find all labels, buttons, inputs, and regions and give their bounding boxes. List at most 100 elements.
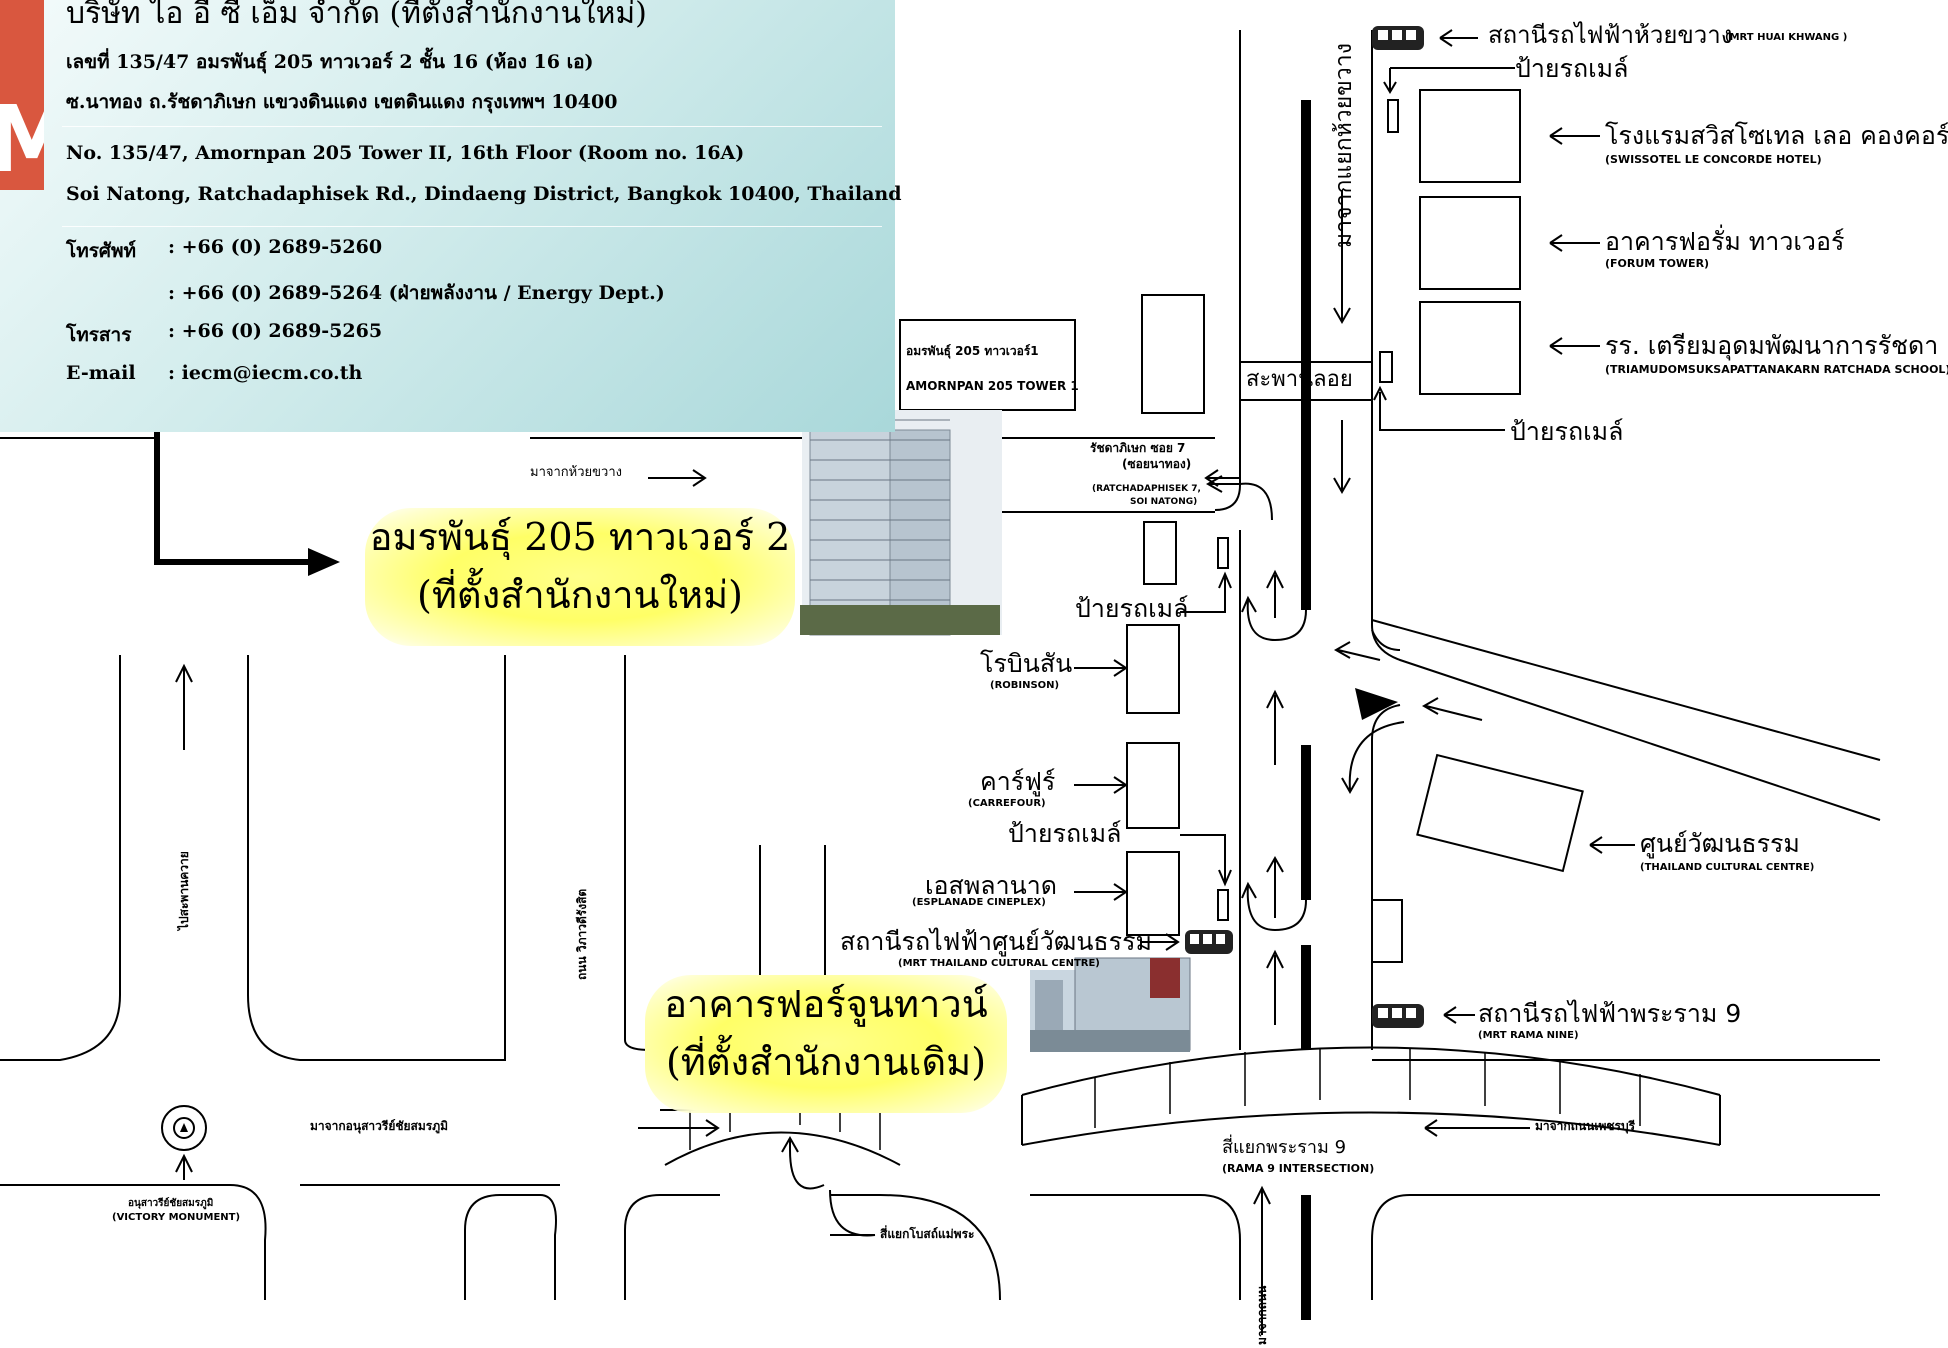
school-label-en: (TRIAMUDOMSUKSAPATTANAKARN RATCHADA SCHO… xyxy=(1605,363,1948,376)
soi7-label-2: (ซอยนาทอง) xyxy=(1122,457,1192,471)
victory-monument-label: อนุสาวรีย์ชัยสมรภูมิ xyxy=(128,1198,214,1209)
divider xyxy=(62,226,882,227)
old-office-subtitle: (ที่ตั้งสำนักงานเดิม) xyxy=(665,1040,987,1084)
ratchada-road-east-lower xyxy=(1371,704,1401,1050)
phone-number-2: : +66 (0) 2689-5264 (ฝ่ายพลังงาน / Energ… xyxy=(168,282,665,304)
small-building xyxy=(1143,521,1177,585)
esplanade-label-en: (ESPLANADE CINEPLEX) xyxy=(912,897,1046,908)
overpass-bottom xyxy=(1021,1111,1721,1146)
old-office-bubble: อาคารฟอร์จูนทาวน์ (ที่ตั้งสำนักงานเดิม) xyxy=(645,975,1007,1113)
forum-tower-label: อาคารฟอรั่ม ทาวเวอร์ xyxy=(1605,227,1845,256)
mrt-rama9-label-en: (MRT RAMA NINE) xyxy=(1478,1030,1579,1041)
block-3 xyxy=(830,1194,1001,1301)
swissotel-label-en: (SWISSOTEL LE CONCORDE HOTEL) xyxy=(1605,153,1822,166)
school-building xyxy=(1419,301,1521,395)
train-icon-rama9 xyxy=(1372,1004,1424,1028)
soi7-label-en-2: SOI NATONG) xyxy=(1130,497,1198,507)
soi7-label-en: (RATCHADAPHISEK 7, xyxy=(1092,484,1201,494)
block-1-right xyxy=(464,1194,557,1300)
overpass-top xyxy=(1021,1046,1721,1096)
forum-building xyxy=(1419,196,1521,290)
new-office-subtitle: (ที่ตั้งสำนักงานใหม่) xyxy=(417,573,743,617)
block-5 xyxy=(1371,1194,1880,1300)
soi7-label: รัชดาภิเษก ซอย 7 xyxy=(1090,441,1186,455)
din-daeng-junction-label: สี่แยกโบสถ์แม่พระ xyxy=(880,1227,975,1241)
victory-road-north-1 xyxy=(0,655,121,1061)
bus-stop-label-4: ป้ายรถเมล์ xyxy=(1008,819,1122,848)
email-label: E-mail xyxy=(66,362,136,384)
ratchada-road-east-edge xyxy=(1371,30,1881,821)
underpass xyxy=(664,1131,901,1166)
new-office-title: อมรพันธุ์ 205 ทาวเวอร์ 2 xyxy=(369,515,791,559)
mrt-rama9-label: สถานีรถไฟฟ้าพระราม 9 xyxy=(1478,999,1742,1028)
victory-monument-label-en: (VICTORY MONUMENT) xyxy=(112,1212,241,1223)
from-huai-khwang-label: มาจากห้วยขวาง xyxy=(530,465,622,480)
new-office-bubble: อมรพันธุ์ 205 ทาวเวอร์ 2 (ที่ตั้งสำนักงา… xyxy=(365,508,795,646)
company-logo: M xyxy=(0,0,44,190)
footbridge-label: สะพานลอย xyxy=(1246,367,1353,392)
block-4 xyxy=(1030,1194,1241,1300)
from-victory-label: มาจากอนุสาวรีย์ชัยสมรภูมิ xyxy=(310,1119,449,1133)
bus-stop-label-2: ป้ายรถเมล์ xyxy=(1510,417,1624,446)
direction-marker xyxy=(1355,688,1398,720)
school-label: รร. เตรียมอุดมพัฒนาการรัชดา xyxy=(1605,331,1939,360)
soi7-building xyxy=(1141,294,1205,414)
tower1-label: อมรพันธุ์ 205 ทาวเวอร์1 xyxy=(906,344,1039,358)
victory-road-north-2 xyxy=(247,655,506,1061)
divider xyxy=(62,126,882,127)
mrt-huai-khwang-label-en: (MRT HUAI KHWANG ) xyxy=(1725,32,1848,43)
robinson-building xyxy=(1126,624,1180,714)
address-en-line2: Soi Natong, Ratchadaphisek Rd., Dindaeng… xyxy=(66,183,902,205)
from-huai-khwang-vertical-label: มาจากแยกห้วยขวาง xyxy=(1331,43,1357,248)
esplanade-label: เอสพลานาด xyxy=(925,871,1058,900)
phone-label: โทรศัพท์ xyxy=(66,240,137,262)
cultural-centre-label: ศูนย์วัฒนธรรม xyxy=(1640,829,1800,858)
vibhavadi-road-label: ถนน วิภาวดีรังสิต xyxy=(575,888,589,980)
robinson-label-en: (ROBINSON) xyxy=(990,680,1060,691)
swissotel-label: โรงแรมสวิสโซเทล เลอ คองคอร์ด xyxy=(1605,121,1948,150)
phone-number-1: : +66 (0) 2689-5260 xyxy=(168,236,383,258)
carrefour-label: คาร์ฟูร์ xyxy=(980,767,1056,796)
amornpan-tower2-photo xyxy=(800,399,1002,636)
forum-tower-label-en: (FORUM TOWER) xyxy=(1605,257,1710,270)
company-name: บริษัท ไอ อี ซี เอ็ม จำกัด (ที่ตั้งสำนัก… xyxy=(66,0,647,31)
victory-monument-outer xyxy=(161,1105,207,1151)
from-petchaburi-label: มาจากถนนเพชรบุรี xyxy=(1535,1119,1636,1133)
train-icon-huai-khwang xyxy=(1372,26,1424,50)
cultural-centre-label-en: (THAILAND CULTURAL CENTRE) xyxy=(1640,862,1815,873)
address-th-line2: ซ.นาทอง ถ.รัชดาภิเษก แขวงดินแดง เขตดินแด… xyxy=(66,91,618,113)
swissotel-building xyxy=(1419,89,1521,183)
rama9-intersection-label: สี่แยกพระราม 9 xyxy=(1222,1137,1347,1158)
victory-road-south xyxy=(0,1184,267,1300)
mrt-cultural-centre-label-en: (MRT THAILAND CULTURAL CENTRE) xyxy=(898,958,1100,969)
bottom-road-label: มาจากถนน xyxy=(1255,1285,1269,1345)
cross-road-upper-east xyxy=(1371,619,1881,761)
train-icon-cultural-centre xyxy=(1185,930,1233,954)
fax-number: : +66 (0) 2689-5265 xyxy=(168,320,383,342)
ratchada-road-east-upper xyxy=(1371,629,1401,651)
carrefour-building xyxy=(1126,742,1180,829)
rama9-intersection-label-en: (RAMA 9 INTERSECTION) xyxy=(1222,1162,1375,1175)
old-office-title: อาคารฟอร์จูนทาวน์ xyxy=(664,982,988,1026)
robinson-label: โรบินสัน xyxy=(980,649,1073,678)
bus-stop-label-3: ป้ายรถเมล์ xyxy=(1075,594,1189,623)
ratchada-road-west-edge xyxy=(1214,30,1241,511)
mrt-cultural-centre-label: สถานีรถไฟฟ้าศูนย์วัฒนธรรม xyxy=(840,927,1153,956)
tower1-box xyxy=(899,319,1076,411)
email-address[interactable]: : iecm@iecm.co.th xyxy=(168,362,363,384)
block-2 xyxy=(624,1194,720,1300)
mrt-cultural-centre-photo xyxy=(1030,957,1191,1052)
mrt-huai-khwang-label: สถานีรถไฟฟ้าห้วยขวาง xyxy=(1488,21,1733,49)
address-en-line1: No. 135/47, Amornpan 205 Tower II, 16th … xyxy=(66,142,745,164)
esplanade-building xyxy=(1126,851,1180,936)
cultural-building xyxy=(1416,753,1584,873)
bus-stop-label: ป้ายรถเมล์ xyxy=(1515,54,1629,83)
east-small-building xyxy=(1371,899,1403,963)
fax-label: โทรสาร xyxy=(66,324,132,346)
address-th-line1: เลขที่ 135/47 อมรพันธุ์ 205 ทาวเวอร์ 2 ช… xyxy=(66,51,594,73)
carrefour-label-en: (CARREFOUR) xyxy=(968,798,1046,809)
company-info-panel: M บริษัท ไอ อี ซี เอ็ม จำกัด (ที่ตั้งสำน… xyxy=(0,0,902,432)
saphan-khwai-road-label: ไปสะพานควาย xyxy=(177,851,191,930)
tower1-label-en: AMORNPAN 205 TOWER 1 xyxy=(906,379,1079,393)
